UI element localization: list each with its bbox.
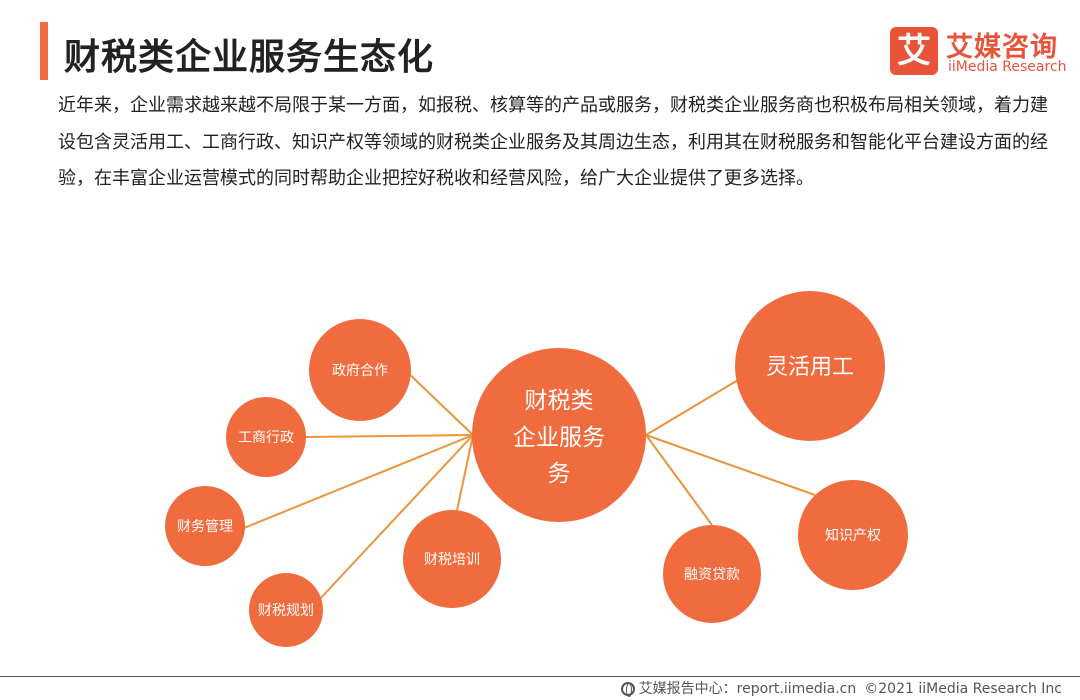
intro-paragraph: 近年来，企业需求越来越不局限于某一方面，如报税、核算等的产品或服务，财税类企业服… <box>58 95 1048 189</box>
center-node: 财税类 企业服务 务 <box>472 348 646 522</box>
center-label-line1: 财税类 <box>525 388 594 414</box>
node-label-train: 财税培训 <box>424 552 480 568</box>
node-gov: 政府合作 <box>309 319 411 421</box>
connector-loan <box>645 434 713 526</box>
logo-name-cn: 艾媒咨询 <box>946 32 1058 63</box>
center-label-line2: 企业服务 <box>513 425 605 451</box>
node-label-gov: 政府合作 <box>332 363 388 379</box>
node-label-tax: 财税规划 <box>258 603 314 619</box>
connector-lines <box>243 369 816 602</box>
center-label-line3: 务 <box>548 461 571 487</box>
connector-flex <box>645 379 739 436</box>
node-fin: 财务管理 <box>165 486 245 566</box>
node-flex: 灵活用工 <box>735 291 885 441</box>
footer-divider <box>0 676 1080 677</box>
node-loan: 融资贷款 <box>663 525 761 623</box>
page-title: 财税类企业服务生态化 <box>64 37 435 78</box>
node-label-fin: 财务管理 <box>177 519 233 535</box>
logo-mark-icon: 艾 <box>890 27 938 75</box>
node-label-flex: 灵活用工 <box>766 355 854 380</box>
connector-train <box>454 434 474 521</box>
connector-tax <box>317 434 474 602</box>
footer-copyright: ©2021 iiMedia Research Inc <box>864 681 1062 697</box>
connector-biz <box>305 434 474 438</box>
connector-fin <box>243 434 474 529</box>
logo-name-en: iiMedia Research <box>948 59 1067 75</box>
node-label-loan: 融资贷款 <box>684 567 740 583</box>
node-label-ip: 知识产权 <box>825 527 881 544</box>
node-ip: 知识产权 <box>798 480 908 590</box>
iimedia-logo: 艾 艾媒咨询 iiMedia Research <box>890 27 1070 79</box>
node-label-biz: 工商行政 <box>238 430 294 446</box>
node-tax: 财税规划 <box>249 573 323 647</box>
globe-icon <box>620 682 635 697</box>
title-accent-bar <box>40 22 48 80</box>
node-train: 财税培训 <box>403 510 501 608</box>
node-biz: 工商行政 <box>226 397 306 477</box>
connector-gov <box>404 369 474 436</box>
footer-source: 艾媒报告中心：report.iimedia.cn <box>638 681 857 697</box>
connector-ip <box>645 434 816 496</box>
footer: 艾媒报告中心：report.iimedia.cn ©2021 iiMedia Re… <box>620 678 1070 698</box>
